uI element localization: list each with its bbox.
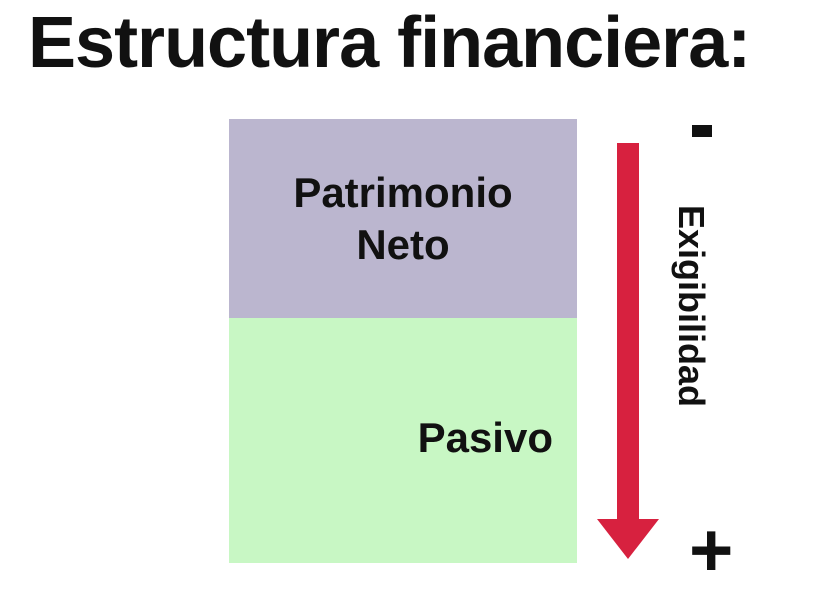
down-arrow-icon (597, 143, 659, 559)
pasivo-label: Pasivo (417, 414, 553, 461)
patrimonio-neto-label: Patrimonio Neto (293, 169, 513, 268)
plus-sign: + (689, 508, 734, 593)
pasivo-block: Pasivo (229, 318, 577, 563)
minus-sign: - (692, 125, 712, 137)
patrimonio-neto-block: Patrimonio Neto (229, 119, 577, 318)
page-title: Estructura financiera: (28, 3, 751, 83)
exigibilidad-label: Exigibilidad (671, 205, 712, 408)
